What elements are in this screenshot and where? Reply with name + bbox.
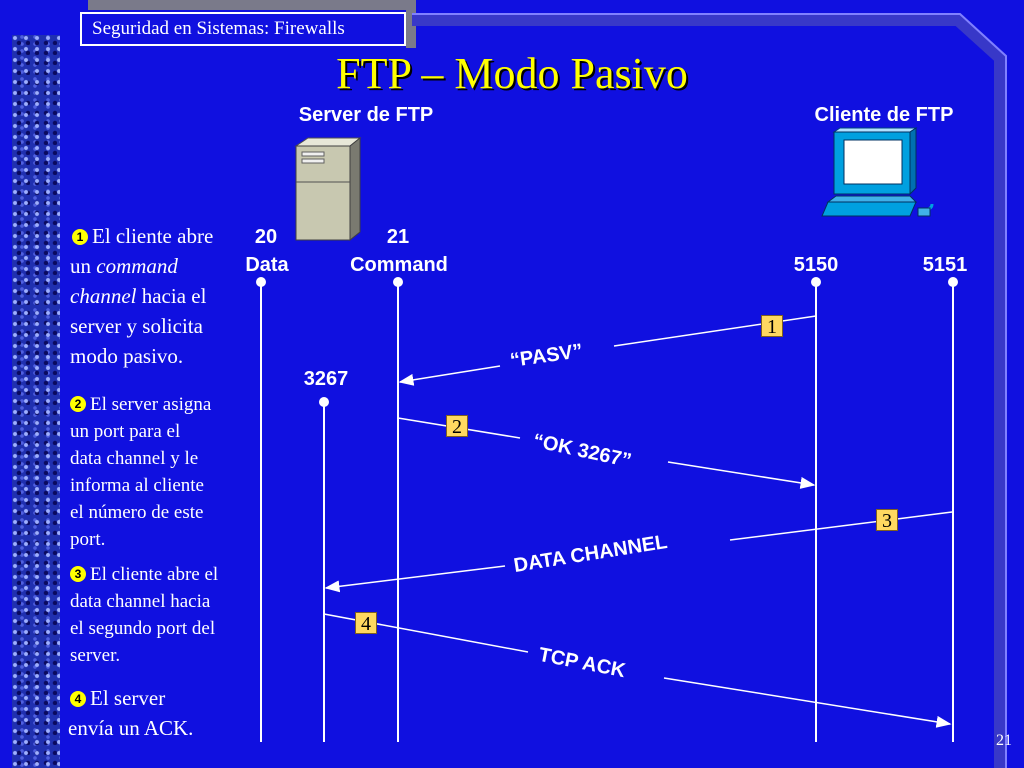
server-title: Server de FTP [298,104,434,126]
step-1-badge: 1 [761,315,783,338]
step-4-line-a: El server [90,686,166,710]
message-arrows [323,315,953,728]
step-1-channel: channel [70,284,137,308]
server-tower-icon [294,136,362,242]
server-port-command: 21 [386,226,410,248]
client-port-5150: 5150 [793,254,839,276]
client-title: Cliente de FTP [814,104,954,126]
step-2-badge: 2 [446,415,468,438]
step-3-line-d: server. [70,645,121,666]
step-4-badge: 4 [355,612,377,635]
step-2-line-e: el número de este [70,502,204,523]
step-1-line-b: un [70,254,97,278]
client-port-5151: 5151 [922,254,968,276]
step-4-bullet: 4 [70,691,86,707]
computer-monitor-icon [821,127,934,217]
step-1-bullet: 1 [72,229,88,245]
step-1-command: command [96,254,178,278]
page-number: 21 [996,732,1012,749]
step-3-line-a: El cliente abre el [90,564,219,585]
step-1-line-f: server y solicita [70,314,203,338]
decorative-stripe [12,35,60,768]
step-2-line-c: data channel y le [70,448,199,469]
header-shadow-side [406,0,416,48]
step-2-line-b: un port para el [70,421,181,442]
step-1-line-g: modo pasivo. [70,344,184,368]
server-port-passive: 3267 [303,368,349,390]
step-3-line-c: el segundo port del [70,618,216,639]
step-1-line-a: El cliente abre [92,224,214,248]
step-1-line-e: hacia el [136,284,207,308]
step-2-line-f: port. [70,529,106,550]
slide-title: FTP – Modo Pasivo [336,49,688,98]
step-4-line-b: envía un ACK. [68,716,194,740]
step-3-bullet: 3 [70,566,86,582]
server-port-data: 20 [254,226,278,248]
step-2-line-a: El server asigna [90,394,212,415]
header-shadow [88,0,414,10]
lifelines [256,277,958,742]
server-port-data-label: Data [245,254,289,276]
step-3-badge: 3 [876,509,898,532]
step-2-line-d: informa al cliente [70,475,204,496]
server-port-command-label: Command [350,254,448,276]
section-header: Seguridad en Sistemas: Firewalls [80,12,406,46]
step-3-line-b: data channel hacia [70,591,211,612]
step-2-bullet: 2 [70,396,86,412]
